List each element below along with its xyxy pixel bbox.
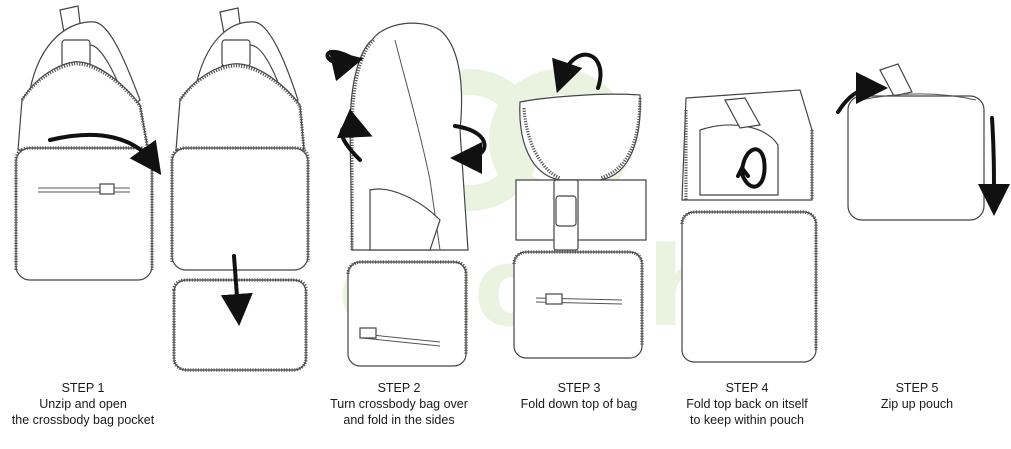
step1-title: STEP 1 <box>61 381 105 395</box>
step2-caption: STEP 2 Turn crossbody bag over and fold … <box>314 380 484 428</box>
step1b-arrow <box>220 254 253 326</box>
step1-line2: the crossbody bag pocket <box>11 413 155 427</box>
step4-bag-illustration <box>680 89 818 363</box>
step2-arrows <box>325 49 487 174</box>
step4-line1: Fold top back on itself <box>686 397 808 411</box>
step3-title: STEP 3 <box>557 381 601 395</box>
step4-title: STEP 4 <box>725 381 769 395</box>
step2-title: STEP 2 <box>377 381 421 395</box>
step5-title: STEP 5 <box>895 381 939 395</box>
step3-line1: Fold down top of bag <box>520 397 638 411</box>
step5-line1: Zip up pouch <box>880 397 954 411</box>
step2-line2: and fold in the sides <box>343 413 455 427</box>
step3-arrow <box>552 52 603 94</box>
step1-arrow <box>48 132 162 176</box>
step1-opened-bag-illustration <box>170 7 310 372</box>
step5-arrows <box>836 72 1010 216</box>
step4-caption: STEP 4 Fold top back on itself to keep w… <box>662 380 832 428</box>
step1-line1: Unzip and open <box>39 397 127 411</box>
step3-caption: STEP 3 Fold down top of bag <box>494 380 664 412</box>
step1-bag-illustration <box>14 5 154 281</box>
step2-bag-illustration <box>346 22 469 367</box>
step2-line1: Turn crossbody bag over <box>330 397 468 411</box>
step4-arrow <box>736 147 767 189</box>
step1-caption: STEP 1 Unzip and open the crossbody bag … <box>0 380 168 428</box>
step5-caption: STEP 5 Zip up pouch <box>832 380 1002 412</box>
step4-line2: to keep within pouch <box>690 413 804 427</box>
step3-bag-illustration <box>512 93 647 359</box>
